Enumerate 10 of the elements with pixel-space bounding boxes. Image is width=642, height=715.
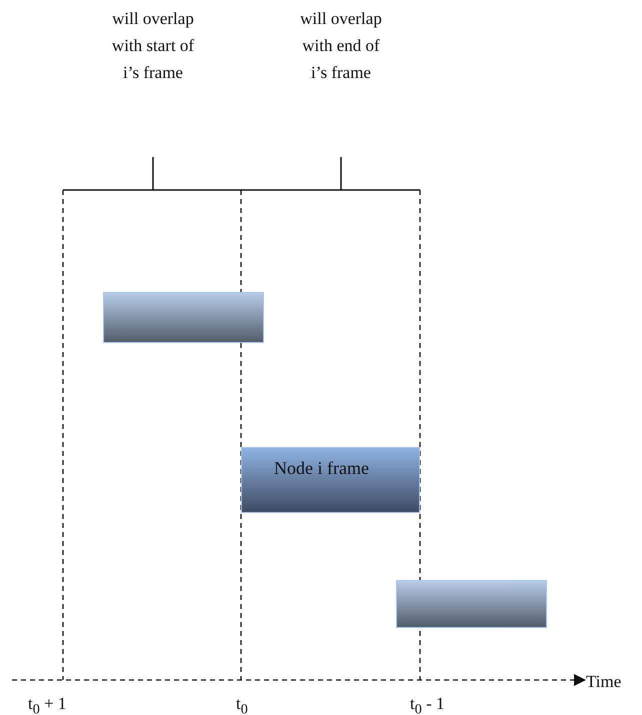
frame-bar [241,447,420,513]
frame-label: Node i frame [274,458,369,479]
frame-bar [396,580,547,628]
callout-text: will overlap with end of i’s frame [299,8,383,84]
tick-label: t$_{0}$ [236,693,248,715]
tick-label: t$_{0}$ - 1 [410,693,444,715]
tick-label: t$_{0}$ + 1 [28,693,66,715]
callout-text: will overlap with start of i’s frame [110,8,196,84]
frame-bar [103,292,264,343]
axis-title: Time [586,671,622,693]
